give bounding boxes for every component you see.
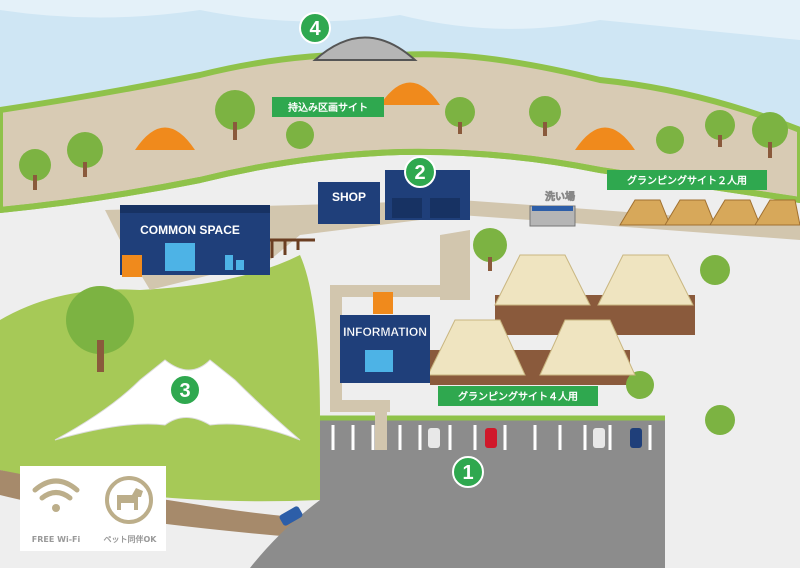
marker-1[interactable]: 1 <box>452 456 484 488</box>
sky <box>0 0 800 130</box>
restroom-icon <box>122 255 142 277</box>
marker-3[interactable]: 3 <box>169 374 201 406</box>
wifi-icon <box>32 478 80 512</box>
marker-number: 4 <box>309 18 321 40</box>
information-label: INFORMATION <box>343 325 427 339</box>
dome <box>312 36 418 61</box>
car <box>630 428 642 448</box>
wash-label-text: 洗い場 <box>545 190 575 203</box>
marker-number: 1 <box>462 462 473 484</box>
car <box>279 506 303 526</box>
deck-fence <box>270 238 315 258</box>
common-space-label: COMMON SPACE <box>140 223 240 237</box>
campsite-label-text: 持込み区画サイト <box>288 101 368 114</box>
parking-lot <box>250 420 665 568</box>
glamping-2-tents <box>619 199 800 226</box>
amenities-legend: FREE Wi-Fi ペット同伴OK <box>20 466 166 551</box>
shop-label: SHOP <box>332 190 366 204</box>
information-building[interactable]: INFORMATION <box>340 292 430 383</box>
marker-number: 2 <box>414 162 425 184</box>
glamping-4-area-label: グランピングサイト４人用 <box>438 386 598 406</box>
trees <box>19 90 788 435</box>
campsite-area-label: 持込み区画サイト <box>272 97 384 117</box>
glamping-4-tents <box>427 254 694 376</box>
car <box>485 428 497 448</box>
wifi-label: FREE Wi-Fi <box>32 535 81 544</box>
marker-number: 3 <box>179 380 190 402</box>
glamping-2-area-label: グランピングサイト２人用 <box>607 170 767 190</box>
glamping4-label-text: グランピングサイト４人用 <box>458 390 578 403</box>
marker-2[interactable]: 2 <box>404 156 436 188</box>
restroom-icon <box>373 292 393 314</box>
glamping2-label-text: グランピングサイト２人用 <box>627 174 747 187</box>
parking-spaces <box>331 425 652 450</box>
marker-4[interactable]: 4 <box>299 12 331 44</box>
campsite-tents <box>135 82 635 150</box>
wash-area: 洗い場 <box>529 190 576 227</box>
car <box>593 428 605 448</box>
common-space-building[interactable]: COMMON SPACE <box>120 205 270 277</box>
pet-label: ペット同伴OK <box>104 534 158 544</box>
car <box>428 428 440 448</box>
pet-icon <box>105 476 153 524</box>
